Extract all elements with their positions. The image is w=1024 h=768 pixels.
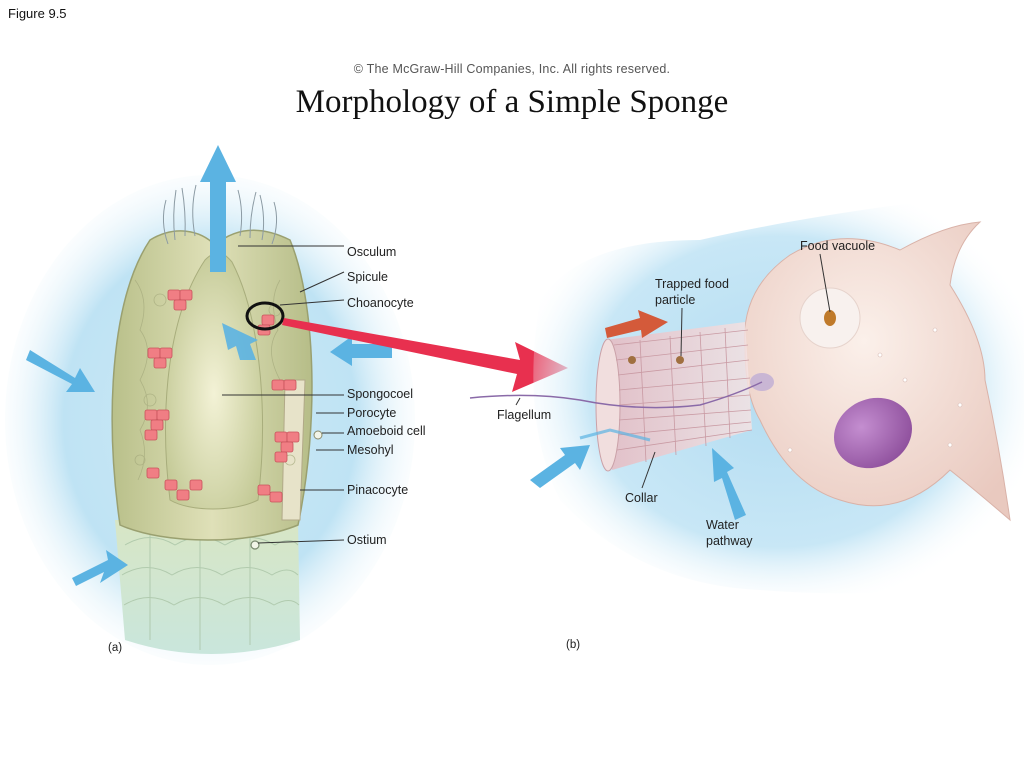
label-amoeboid-cell: Amoeboid cell [347,424,426,438]
trapped-food-particle-2 [676,356,684,364]
water-flow-arrows [26,145,392,586]
label-water-line2: pathway [706,534,753,548]
collar-microvilli [613,327,753,463]
flagellum [469,381,763,409]
zoom-arrow [282,318,568,392]
spongocoel-cavity [165,252,263,510]
water-pathway-arrow [712,448,746,520]
panel-b-illustration [469,190,1024,594]
water-out-arrow-b [530,445,590,488]
choanocyte-highlight-ring [245,301,285,331]
trapped-food-particle [628,356,636,364]
ostium-pore [250,540,260,550]
label-ostium: Ostium [347,533,387,547]
label-food-vacuole: Food vacuole [800,239,875,253]
label-porocyte: Porocyte [347,406,396,420]
figure-title: Morphology of a Simple Sponge [295,84,729,120]
sponge-base [115,520,300,654]
label-water-line1: Water [706,518,739,532]
label-collar: Collar [625,491,658,505]
food-in-arrow [605,310,668,338]
panel-a-label: (a) [108,642,122,654]
osculum-bristles [162,184,278,245]
panel-a-labels: Osculum Spicule Choanocyte Spongocoel Po… [108,245,426,654]
water-in-arrow-inner [222,323,258,360]
panel-b-labels: Food vacuole Trapped food particle Flage… [497,239,875,651]
panel-b-label: (b) [566,639,580,651]
label-osculum: Osculum [347,245,396,259]
label-spongocoel: Spongocoel [347,387,413,401]
label-choanocyte: Choanocyte [347,296,414,310]
label-flagellum: Flagellum [497,408,551,422]
choanocyte-clusters [144,289,300,503]
panel-a-leader-lines [222,245,345,544]
inner-water-flow [579,428,651,442]
water-out-arrow [200,145,236,272]
amoeboid-cell-dot [313,430,323,440]
label-trapped-food-line1: Trapped food [655,277,729,291]
label-spicule: Spicule [347,270,388,284]
cutaway-face [281,379,306,521]
water-in-arrow-lower [72,550,128,586]
cytoplasm-dots [787,327,963,453]
food-vacuole-particle [824,310,836,326]
copyright-notice: © The McGraw-Hill Companies, Inc. All ri… [353,62,671,76]
label-pinacocyte: Pinacocyte [347,483,408,497]
base-cell-pattern [121,535,300,650]
label-trapped-food-line2: particle [655,293,695,307]
water-in-arrow-right [330,336,392,366]
panel-b-leader-lines [515,253,831,489]
cell-nucleus [834,397,912,469]
figure-number: Figure 9.5 [8,6,67,21]
panel-a-illustration [5,145,415,665]
water-in-arrow-left [26,350,95,392]
label-mesohyl: Mesohyl [347,443,394,457]
